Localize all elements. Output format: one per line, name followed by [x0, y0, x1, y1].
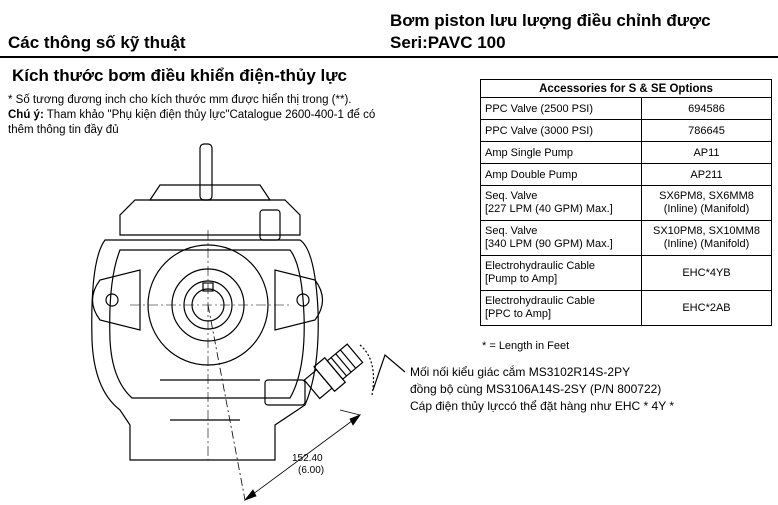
- table-cell-label: Amp Double Pump: [480, 163, 642, 186]
- connector-body: [326, 343, 364, 381]
- accessories-table-header: Accessories for S & SE Options: [480, 79, 772, 98]
- table-cell-label: PPC Valve (2500 PSI): [480, 97, 642, 120]
- pump-boss: [264, 379, 306, 406]
- cell-line: [340 LPM (90 GPM) Max.]: [485, 238, 613, 250]
- dimension-mm: 152.40: [292, 453, 323, 464]
- cell-line: (Inline) (Manifold): [663, 238, 750, 250]
- table-cell-value: 694586: [641, 97, 772, 120]
- cell-line: Electrohydraulic Cable: [485, 295, 596, 307]
- electrical-connector: [303, 343, 364, 400]
- table-cell-value: AP211: [641, 163, 772, 186]
- cell-line: SX6PM8, SX6MM8: [659, 190, 754, 202]
- cell-line: (Inline) (Manifold): [663, 203, 750, 215]
- spec-header-title: Các thông số kỹ thuật: [8, 33, 186, 52]
- note-reference: Chú ý: Tham khảo "Phụ kiện điện thủy lực…: [8, 109, 375, 121]
- cell-line: [227 LPM (40 GPM) Max.]: [485, 203, 613, 215]
- note-label: Chú ý:: [8, 109, 44, 121]
- table-cell-label: Amp Single Pump: [480, 141, 642, 164]
- callout-mating: đồng bộ cùng MS3106A14S-2SY (P/N 800722): [410, 382, 662, 396]
- table-cell-label: Seq. Valve [227 LPM (40 GPM) Max.]: [480, 185, 642, 221]
- table-cell-value: SX6PM8, SX6MM8 (Inline) (Manifold): [641, 185, 772, 221]
- pump-flange-left: [91, 269, 141, 331]
- accessories-table: Accessories for S & SE Options PPC Valve…: [480, 79, 772, 326]
- dimension-inch: (6.00): [298, 465, 324, 476]
- cell-line: Electrohydraulic Cable: [485, 260, 596, 272]
- product-series: Seri:PAVC 100: [390, 33, 506, 52]
- connector-chain: [359, 344, 375, 396]
- pump-drawing: 152.40 (6.00): [91, 143, 406, 501]
- cell-line: [Pump to Amp]: [485, 273, 558, 285]
- dimension-152: [207, 304, 362, 501]
- callout-cable: Cáp điện thủy lựccó thể đặt hàng như EHC…: [410, 399, 675, 413]
- table-cell-label: Seq. Valve [340 LPM (90 GPM) Max.]: [480, 220, 642, 256]
- header-divider: [0, 56, 778, 58]
- table-row: Amp Double Pump AP211: [480, 163, 772, 186]
- note-reference-text: Tham khảo "Phụ kiện điện thủy lực"Catalo…: [43, 109, 376, 121]
- cell-line: Seq. Valve: [485, 225, 538, 237]
- table-cell-value: EHC*4YB: [641, 255, 772, 291]
- pump-top-stub: [199, 143, 213, 201]
- table-cell-label: Electrohydraulic Cable [PPC to Amp]: [480, 290, 642, 326]
- pump-flange-right: [274, 269, 324, 331]
- product-title: Bơm piston lưu lượng điều chỉnh được: [390, 11, 711, 30]
- table-footnote: * = Length in Feet: [482, 340, 570, 352]
- table-row: PPC Valve (3000 PSI) 786645: [480, 119, 772, 142]
- cell-line: SX10PM8, SX10MM8: [653, 225, 760, 237]
- note-reference-cont: thêm thông tin đầy đủ: [8, 124, 119, 136]
- table-cell-value: 786645: [641, 119, 772, 142]
- pump-boss: [259, 209, 281, 241]
- callout-connector: Mối nối kiểu giác cắm MS3102R14S-2PY: [410, 365, 631, 379]
- table-cell-value: EHC*2AB: [641, 290, 772, 326]
- table-row: Amp Single Pump AP11: [480, 141, 772, 164]
- cell-line: [PPC to Amp]: [485, 308, 552, 320]
- cell-line: Seq. Valve: [485, 190, 538, 202]
- table-row: Seq. Valve [227 LPM (40 GPM) Max.] SX6PM…: [480, 185, 772, 221]
- pump-inner-outline: [109, 249, 305, 399]
- table-row: Electrohydraulic Cable [PPC to Amp] EHC*…: [480, 290, 772, 326]
- table-row: Seq. Valve [340 LPM (90 GPM) Max.] SX10P…: [480, 220, 772, 256]
- bolt-hole-left: [105, 293, 119, 307]
- table-cell-value: AP11: [641, 141, 772, 164]
- table-cell-label: Electrohydraulic Cable [Pump to Amp]: [480, 255, 642, 291]
- pump-housing-block: [119, 199, 301, 236]
- callout-leader: [372, 353, 406, 391]
- bolt-hole-right: [296, 293, 310, 307]
- note-inch-equivalent: * Số tương đương inch cho kích thước mm …: [8, 94, 352, 106]
- table-cell-label: PPC Valve (3000 PSI): [480, 119, 642, 142]
- table-cell-value: SX10PM8, SX10MM8 (Inline) (Manifold): [641, 220, 772, 256]
- table-row: Electrohydraulic Cable [Pump to Amp] EHC…: [480, 255, 772, 291]
- section-title: Kích thước bơm điều khiển điện-thủy lực: [12, 66, 347, 85]
- pump-upper-housing: [148, 184, 272, 201]
- table-row: PPC Valve (2500 PSI) 694586: [480, 97, 772, 120]
